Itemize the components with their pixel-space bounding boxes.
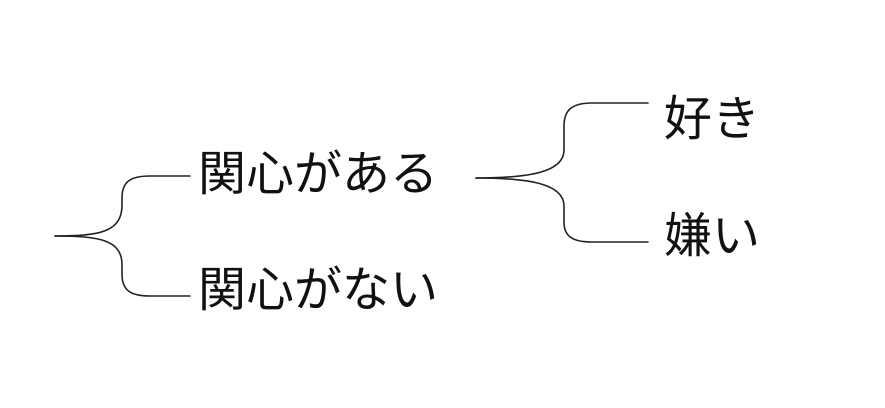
sub-bracket-lower bbox=[475, 177, 649, 243]
root-bracket-lower bbox=[54, 235, 191, 297]
root-bracket bbox=[54, 175, 191, 237]
node-dislike: 嫌い bbox=[664, 208, 761, 264]
node-not-interested: 関心がない bbox=[198, 262, 439, 318]
node-like: 好き bbox=[664, 91, 761, 147]
node-interested: 関心がある bbox=[198, 146, 439, 202]
sub-bracket-upper bbox=[475, 102, 649, 179]
